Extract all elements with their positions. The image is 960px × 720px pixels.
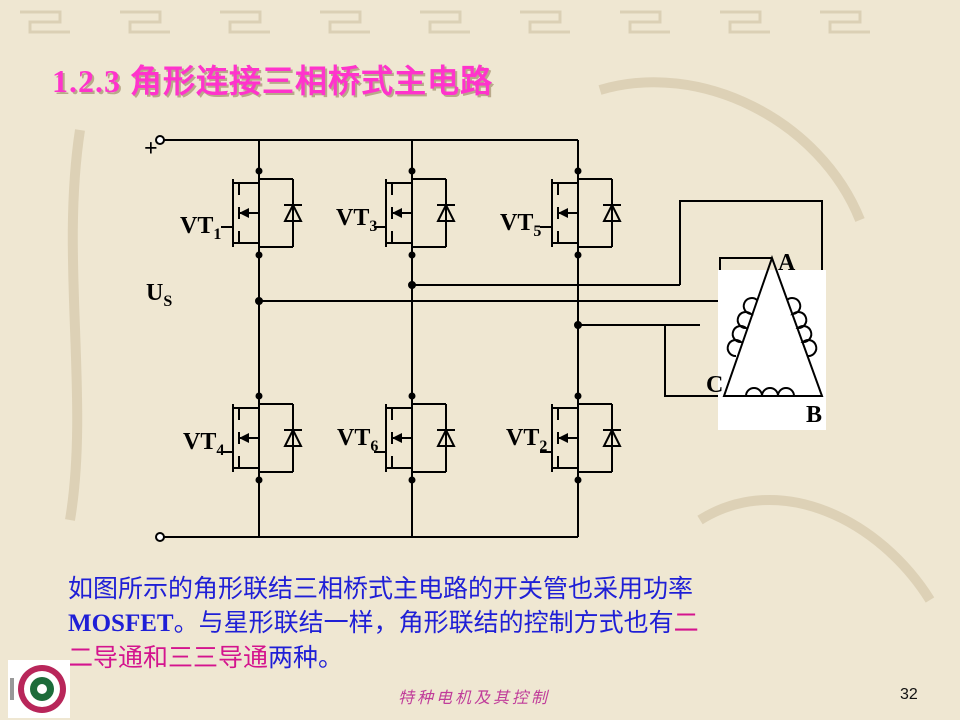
switch-label-vt6: VT6: [337, 425, 378, 455]
page-title: 1.2.3 角形连接三相桥式主电路: [52, 63, 494, 99]
node-a-label: A: [778, 250, 796, 276]
switch-label-vt4: VT4: [183, 429, 224, 459]
switch-label-vt2: VT2: [506, 425, 547, 455]
supply-plus-label: +: [144, 136, 158, 162]
supply-voltage-label: US: [146, 280, 172, 310]
node-c-label: C: [706, 372, 723, 398]
node-b-label: B: [806, 402, 822, 428]
switch-label-vt3: VT3: [336, 205, 377, 235]
university-logo-icon: [8, 660, 70, 718]
footer-course-title: 特种电机及其控制: [398, 688, 551, 707]
page-number: 32: [900, 686, 918, 703]
switch-label-vt1: VT1: [180, 213, 221, 243]
switch-label-vt5: VT5: [500, 210, 541, 240]
